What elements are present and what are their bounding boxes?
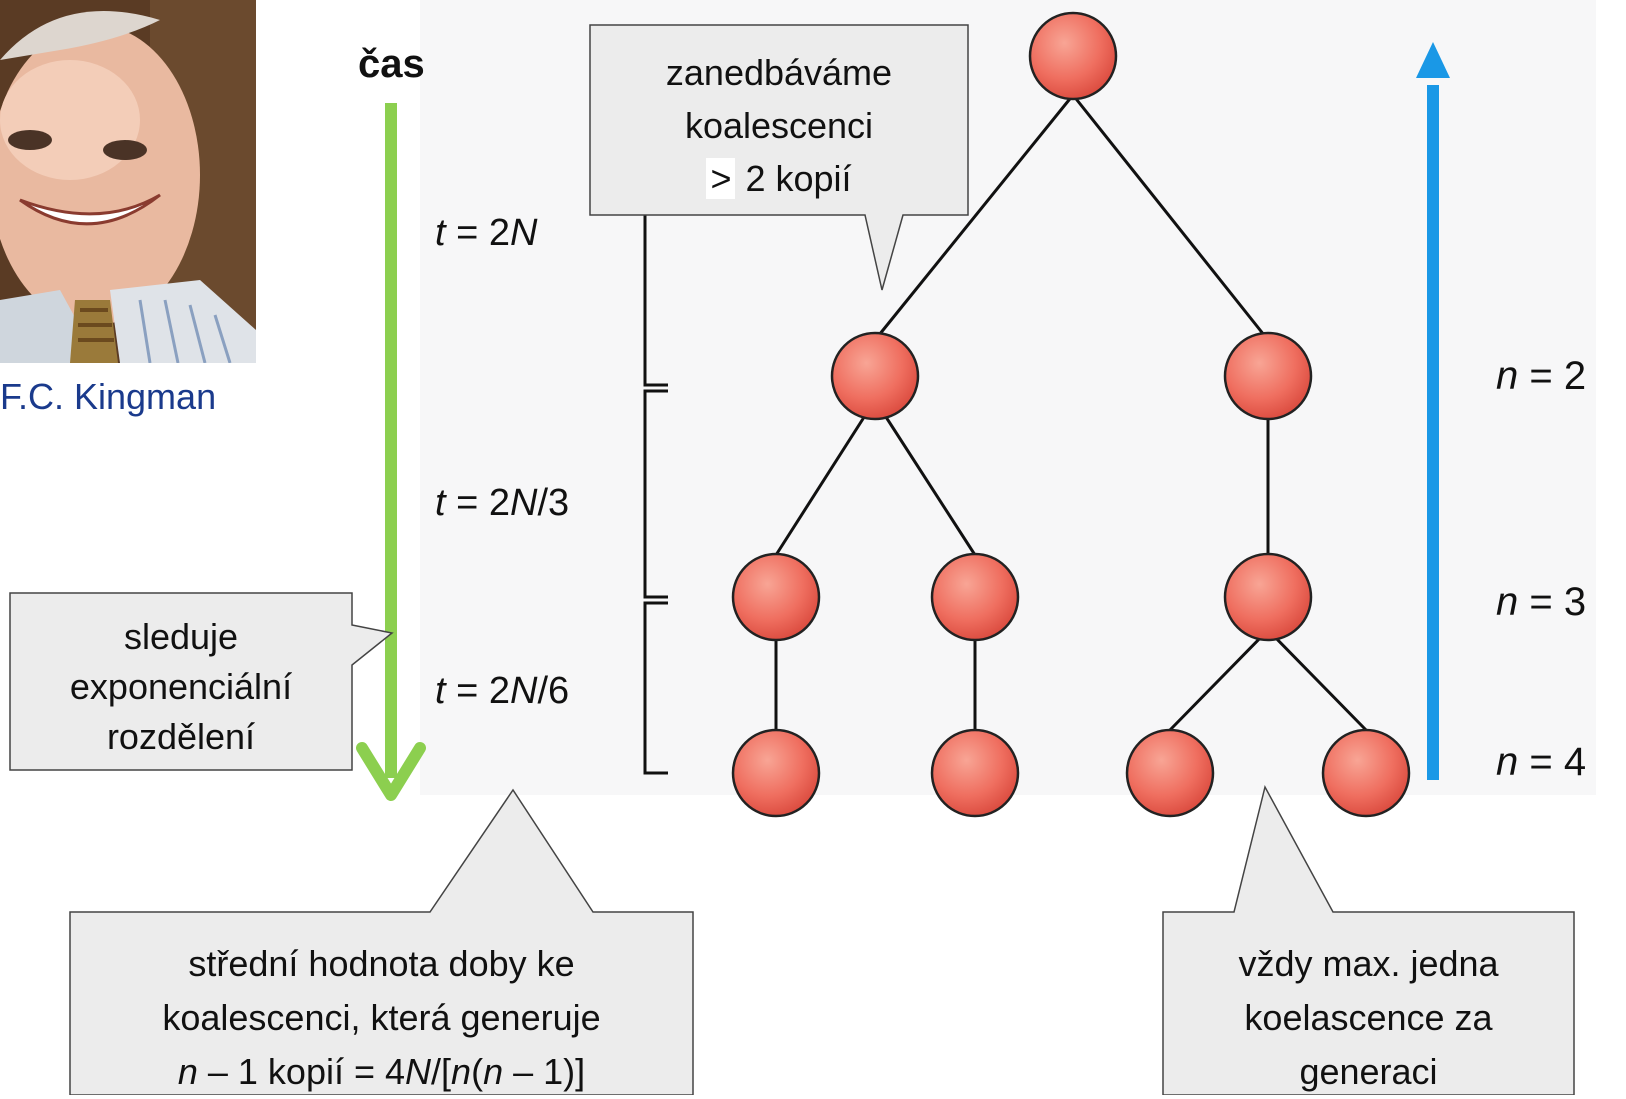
callout-neglect: zanedbáváme koalescenci > 2 kopií — [665, 52, 893, 199]
edge — [873, 94, 1075, 341]
tree-node-root — [1028, 11, 1118, 101]
callout-mean-time: střední hodnota doby ke koalescenci, kte… — [162, 943, 601, 1092]
callout-exponential-shape — [9, 592, 394, 771]
time-mark-3: t = 2N/6 — [435, 670, 570, 712]
tree-node-leaf — [1125, 728, 1215, 818]
tree-node — [731, 552, 821, 642]
time-mark-1: t = 2N — [435, 212, 538, 254]
tree-node-leaf — [1321, 728, 1411, 818]
edge — [1266, 628, 1368, 732]
edge — [774, 399, 877, 556]
callout-exponential: sleduje exponenciální rozdělení — [69, 616, 293, 757]
callout-mean-time-shape — [69, 788, 694, 1095]
time-arrow — [356, 103, 426, 801]
tree-node — [930, 552, 1020, 642]
tree-node-leaf — [731, 728, 821, 818]
time-mark-2: t = 2N/3 — [435, 482, 570, 524]
edge — [873, 399, 977, 556]
tree-node-leaf — [930, 728, 1020, 818]
tree-node — [1223, 331, 1313, 421]
kingman-photo — [0, 0, 256, 363]
callout-max-one: vždy max. jedna koelascence za generaci — [1238, 943, 1499, 1092]
bracket-segment-2 — [643, 389, 668, 599]
callout-max-one-shape — [1162, 784, 1575, 1095]
photo-caption: F.C. Kingman — [0, 376, 217, 417]
time-axis-label: čas — [358, 42, 425, 86]
bracket-segment-1 — [643, 215, 668, 387]
callout-neglect-shape — [589, 24, 969, 291]
tree-node — [830, 331, 920, 421]
time-brackets — [643, 215, 668, 775]
tree-edges — [774, 94, 1368, 732]
edge — [1168, 628, 1270, 732]
tree-node — [1223, 552, 1313, 642]
tree-nodes — [731, 11, 1411, 818]
n-label-2: n = 2 — [1496, 354, 1587, 398]
edge — [1071, 94, 1270, 341]
bracket-segment-3 — [643, 601, 668, 775]
n-label-4: n = 4 — [1496, 740, 1587, 784]
n-label-3: n = 3 — [1496, 580, 1587, 624]
n-arrow — [1416, 42, 1450, 780]
